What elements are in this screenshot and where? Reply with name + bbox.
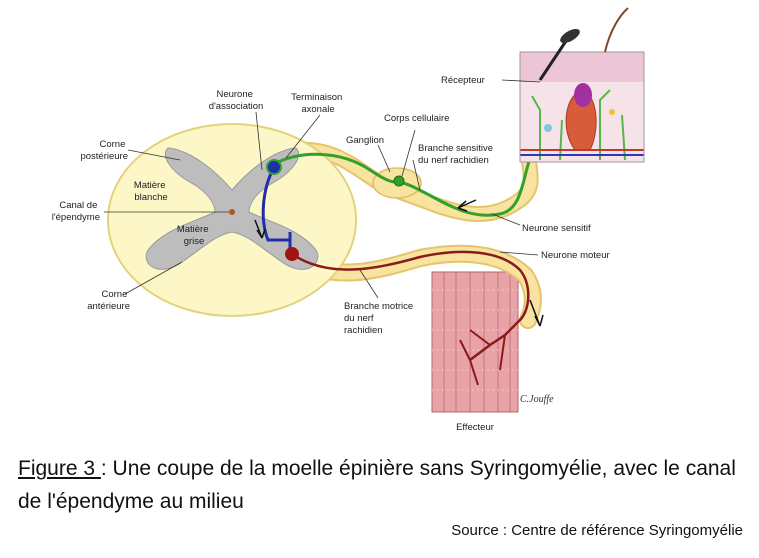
label-branche-motrice: Branche motrice du nerf rachidien	[344, 301, 416, 336]
skin-receptor-block	[519, 7, 645, 163]
spinal-cord-section	[107, 123, 357, 317]
label-corne-posterieure: Corne postérieure	[80, 139, 128, 162]
label-neurone-association: Neurone d'association	[209, 89, 264, 112]
label-effecteur: Effecteur	[456, 422, 494, 433]
label-canal-ependyme: Canal de l'épendyme	[52, 200, 100, 223]
artist-signature: C.Jouffe	[520, 394, 554, 405]
association-neuron-path	[261, 166, 290, 242]
label-terminaison-axonale: Terminaison axonale	[291, 92, 345, 115]
label-neurone-moteur: Neurone moteur	[541, 250, 610, 261]
association-neuron-body	[266, 159, 282, 175]
motor-neuron-path	[291, 250, 530, 361]
figure-caption: Figure 3 : Une coupe de la moelle épiniè…	[18, 452, 748, 518]
label-matiere-blanche: Matière blanche	[134, 180, 168, 203]
label-corps-cellulaire: Corps cellulaire	[384, 113, 449, 124]
motor-neuron-body	[285, 247, 299, 261]
label-ganglion: Ganglion	[346, 135, 384, 146]
caption-text: : Une coupe de la moelle épinière sans S…	[18, 457, 736, 513]
label-corne-anterieure: Corne antérieure	[87, 289, 130, 312]
sensory-cell-body	[393, 175, 405, 187]
effector-muscle	[431, 271, 519, 413]
label-neurone-sensitif: Neurone sensitif	[522, 223, 591, 234]
label-branche-sensitive: Branche sensitive du nerf rachidien	[418, 143, 496, 166]
label-matiere-grise: Matière grise	[177, 224, 211, 247]
label-recepteur: Récepteur	[441, 75, 485, 86]
ependymal-canal	[229, 209, 235, 215]
source-credit: Source : Centre de référence Syringomyél…	[451, 522, 743, 539]
figure-number: Figure 3	[18, 457, 101, 480]
spinal-cord-diagram: Corne postérieure Matière blanche Canal …	[52, 7, 645, 433]
spinal-nerve	[281, 141, 542, 329]
